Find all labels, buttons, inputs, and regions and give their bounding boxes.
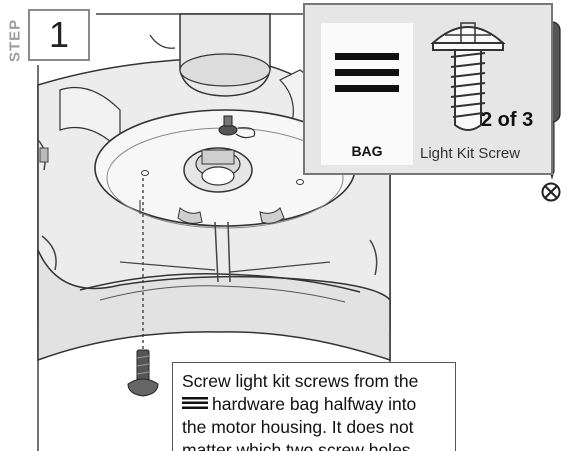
screw-part-name: Light Kit Screw — [420, 145, 521, 162]
hardware-bag-icon — [182, 397, 208, 409]
phillips-tip-icon — [541, 182, 561, 202]
parts-inset: BAG 2 of 3 Light Kit Screw — [303, 3, 553, 175]
instruction-caption: Screw light kit screws from the hardware… — [172, 362, 456, 451]
bag-label: BAG — [351, 143, 383, 159]
caption-line-2: hardware bag halfway into — [182, 393, 447, 416]
step-number: 1 — [28, 9, 90, 61]
loose-screw-icon — [127, 349, 159, 397]
screw-quantity: 2 of 3 — [481, 109, 534, 131]
hardware-bag-card: BAG — [321, 23, 413, 165]
caption-line-3: the motor housing. It does not — [182, 417, 414, 437]
caption-line-4: matter which two screw holes — [182, 440, 411, 451]
caption-line-2-text: hardware bag halfway into — [212, 394, 417, 414]
three-bar-bag-icon — [335, 53, 399, 92]
step-label: STEP — [6, 18, 24, 62]
caption-line-1: Screw light kit screws from the — [182, 371, 419, 391]
pan-head-screw-icon — [430, 22, 506, 131]
